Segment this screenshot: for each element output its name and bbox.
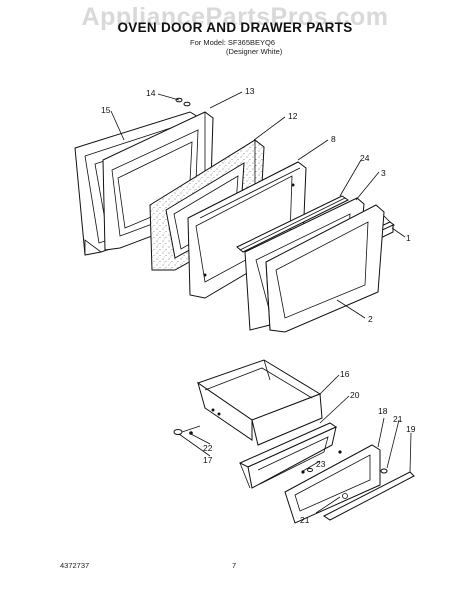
- part-16-drawer-box: [196, 359, 323, 446]
- callout-22: 22: [203, 443, 213, 453]
- callout-17: 17: [203, 455, 213, 465]
- callout-16: 16: [340, 369, 350, 379]
- callout-24: 24: [360, 153, 370, 163]
- leader-lines: [110, 91, 412, 514]
- page-title: OVEN DOOR AND DRAWER PARTS: [117, 20, 353, 35]
- model-info: For Model: SF365BEYQ6 (Designer White): [190, 38, 282, 56]
- part-20-drawer-front: [238, 422, 338, 489]
- callout-3: 3: [381, 168, 386, 178]
- callout-1: 1: [406, 233, 411, 243]
- callout-21-upper: 21: [393, 414, 403, 424]
- model-edition: (Designer White): [226, 47, 283, 56]
- watermark: AppliancePartsPros.com: [81, 3, 389, 31]
- document-number: 4372737: [60, 561, 90, 570]
- callout-18: 18: [378, 406, 388, 416]
- callout-12: 12: [288, 111, 298, 121]
- callout-2: 2: [368, 314, 373, 324]
- part-23-screws: [301, 450, 342, 474]
- part-24-door-seal: [236, 195, 349, 253]
- callout-19: 19: [406, 424, 416, 434]
- part-18-drawer-frame: [284, 444, 381, 524]
- callout-20: 20: [350, 390, 360, 400]
- page-number: 7: [232, 561, 237, 570]
- part-19-drawer-handle: [323, 471, 415, 521]
- callout-21-lower: 21: [300, 515, 310, 525]
- part-22-drawer-glides: [173, 425, 201, 435]
- callout-labels: 14 13 15 12 8 24 3 1 2 16 20 18 21 19 22…: [101, 86, 416, 525]
- callout-14: 14: [146, 88, 156, 98]
- part-21-screws: [307, 467, 388, 474]
- model-line: For Model: SF365BEYQ6: [190, 38, 276, 47]
- callout-23: 23: [316, 459, 326, 469]
- callout-8: 8: [331, 134, 336, 144]
- part-2-outer-door-frame: [265, 204, 385, 333]
- callout-13: 13: [245, 86, 255, 96]
- callout-15: 15: [101, 105, 111, 115]
